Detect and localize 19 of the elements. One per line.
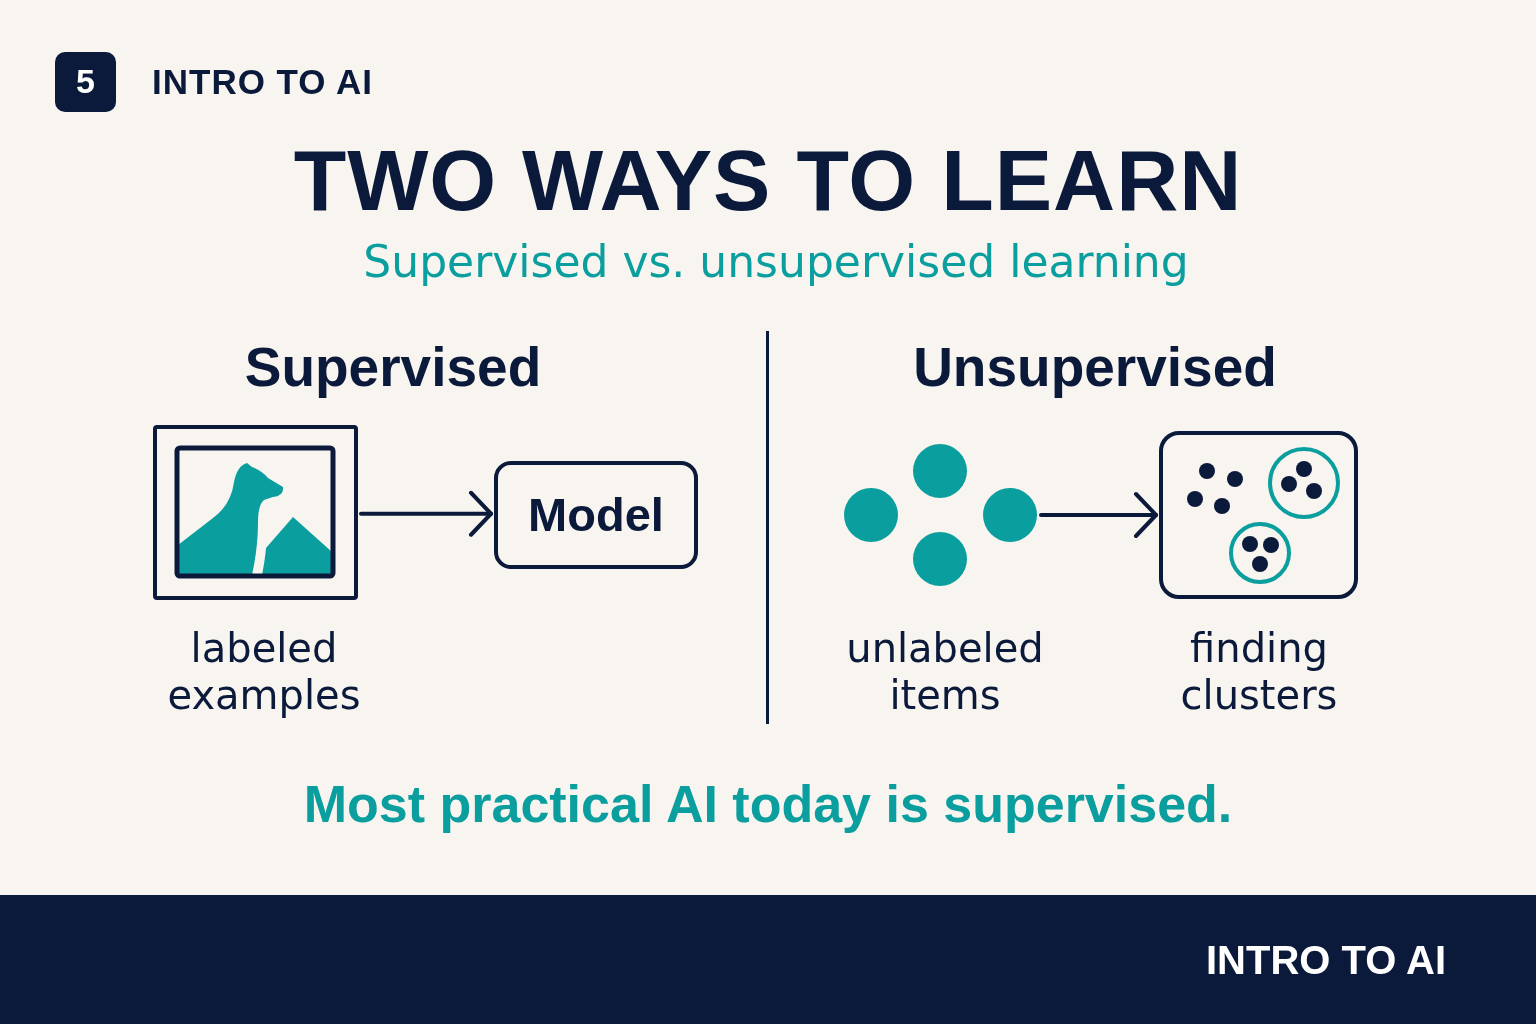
course-label: INTRO TO AI xyxy=(152,61,373,103)
node-caption: labeled examples xyxy=(167,625,361,719)
slide-number: 5 xyxy=(76,62,95,102)
node-caption: unlabeled items xyxy=(846,625,1044,719)
framed-picture xyxy=(153,425,358,600)
column-heading: Supervised xyxy=(244,336,542,400)
node-caption: finding clusters xyxy=(1180,625,1338,719)
arrow xyxy=(359,490,493,537)
footer-label: INTRO TO AI xyxy=(1206,936,1446,983)
footer-band xyxy=(0,895,1536,1024)
takeaway-text: Most practical AI today is supervised. xyxy=(303,775,1233,835)
four-dots-icon xyxy=(844,444,1038,586)
arrow xyxy=(1039,492,1158,538)
node-label: Model xyxy=(528,487,664,542)
column-heading: Unsupervised xyxy=(913,336,1277,400)
slide-title: TWO WAYS TO LEARN xyxy=(293,130,1243,230)
process-box xyxy=(494,461,698,569)
subtitle: Supervised vs. unsupervised learning xyxy=(363,236,1189,288)
number-badge xyxy=(55,52,116,112)
